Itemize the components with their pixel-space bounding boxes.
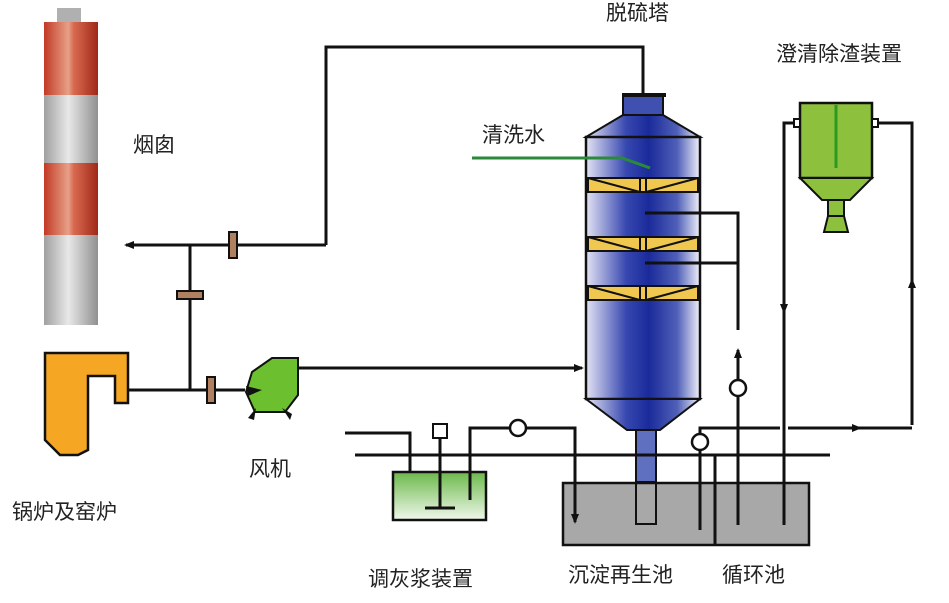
- fan-body: [244, 357, 299, 413]
- settling-circulation-pool: [561, 481, 811, 547]
- tower-label: 脱硫塔: [606, 1, 669, 25]
- wash-water-pipe: [472, 156, 651, 170]
- boiler: [43, 351, 130, 457]
- packing-layer: [587, 177, 699, 193]
- tower-drain: [635, 481, 657, 525]
- clarifier-inlet-pipe: [780, 121, 794, 314]
- chimney-label: 烟囱: [133, 133, 175, 157]
- damper-valve: [228, 231, 238, 259]
- lime-slurry-label: 调灰浆装置: [368, 567, 473, 591]
- damper-valve: [206, 376, 216, 404]
- chimney-cap: [57, 8, 81, 24]
- clarifier-return-pipe: [878, 121, 914, 280]
- slurry-water-inlet: [345, 431, 414, 487]
- wash-water-label: 清洗水: [482, 123, 545, 147]
- packing-layer: [587, 285, 699, 301]
- agitator: [425, 437, 455, 510]
- circulation-pump: [728, 378, 748, 398]
- slurry-pump: [508, 418, 528, 438]
- damper-valve: [176, 290, 204, 300]
- packing-layer: [587, 236, 699, 252]
- tower-outlet-pipe: [324, 45, 645, 245]
- chimney-band-red: [44, 163, 98, 235]
- fan-label: 风机: [249, 457, 291, 481]
- fan: [244, 357, 299, 420]
- chimney-band-red: [44, 22, 98, 95]
- chimney-band-gray: [44, 235, 98, 325]
- circulation-pool-label: 循环池: [722, 563, 785, 587]
- boiler-label: 锅炉及窑炉: [12, 500, 117, 524]
- transfer-pump: [690, 432, 710, 452]
- chimney-band-gray: [44, 95, 98, 163]
- clarifier-label: 澄清除渣装置: [776, 42, 902, 66]
- pool-pipes: [698, 400, 786, 545]
- chimney: [44, 8, 98, 325]
- desulfurization-tower: [582, 93, 704, 523]
- spray-pipe-upper: [645, 211, 740, 330]
- clarifier: [793, 101, 879, 233]
- settling-pool-label: 沉淀再生池: [568, 563, 673, 587]
- agitator-motor: [432, 423, 448, 439]
